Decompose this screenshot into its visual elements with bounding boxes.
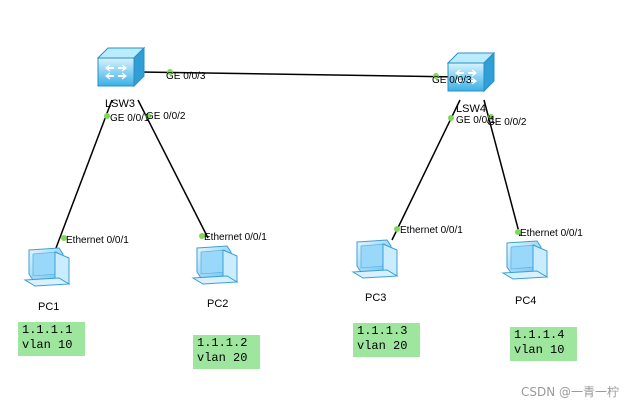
pc2-address-note: 1.1.1.2 vlan 20: [193, 335, 260, 369]
vlan-text: vlan 20: [357, 339, 408, 353]
pc-label: PC2: [207, 298, 228, 310]
port-label: Ethernet 0/0/1: [66, 235, 129, 246]
link-lsw4-pc3: [391, 99, 461, 241]
pc4-address-note: 1.1.1.4 vlan 10: [510, 327, 577, 361]
port-label: GE 0/0/1: [110, 113, 150, 124]
link-lsw4-pc4: [483, 99, 521, 237]
port-dot: [145, 113, 151, 119]
switch-label: LSW3: [105, 98, 135, 110]
port-dot: [433, 73, 439, 79]
ip-text: 1.1.1.1: [22, 323, 73, 337]
port-dot: [448, 115, 454, 121]
pc3-address-note: 1.1.1.3 vlan 20: [353, 323, 420, 357]
switch-icon[interactable]: [446, 51, 496, 93]
pc-icon[interactable]: [191, 245, 239, 285]
pc-label: PC3: [365, 292, 386, 304]
port-dot: [61, 235, 67, 241]
pc-icon[interactable]: [501, 240, 549, 280]
switch-icon[interactable]: [96, 46, 146, 88]
watermark: CSDN @一青一柠: [520, 385, 619, 399]
port-label: GE 0/0/1: [456, 115, 496, 126]
link-lsw3-pc2: [137, 99, 209, 239]
pc-label: PC1: [38, 301, 59, 313]
ip-text: 1.1.1.3: [357, 324, 408, 338]
port-dot: [515, 229, 521, 235]
links: [55, 71, 521, 249]
pc-label: PC4: [515, 295, 536, 307]
vlan-text: vlan 10: [22, 338, 73, 352]
port-dot: [199, 233, 205, 239]
port-dot: [167, 69, 173, 75]
port-dot: [104, 113, 110, 119]
port-label: GE 0/0/2: [487, 117, 527, 128]
ip-text: 1.1.1.4: [514, 328, 565, 342]
vlan-text: vlan 20: [197, 351, 248, 365]
port-label: Ethernet 0/0/1: [400, 225, 463, 236]
port-label: GE 0/0/3: [166, 71, 206, 82]
port-dot: [394, 226, 400, 232]
port-label: GE 0/0/2: [146, 111, 186, 122]
port-dots: [61, 69, 521, 241]
ip-text: 1.1.1.2: [197, 336, 248, 350]
port-label: GE 0/0/3: [432, 75, 472, 86]
port-dot: [488, 114, 494, 120]
port-label: Ethernet 0/0/1: [204, 232, 267, 243]
port-label: Ethernet 0/0/1: [520, 228, 583, 239]
link-lsw3-pc1: [55, 99, 113, 249]
pc-icon[interactable]: [23, 247, 71, 287]
pc-icon[interactable]: [351, 239, 399, 279]
switch-label: LSW4: [456, 103, 486, 115]
link-lsw3-lsw4: [139, 71, 461, 78]
vlan-text: vlan 10: [514, 343, 565, 357]
pc1-address-note: 1.1.1.1 vlan 10: [18, 322, 85, 356]
